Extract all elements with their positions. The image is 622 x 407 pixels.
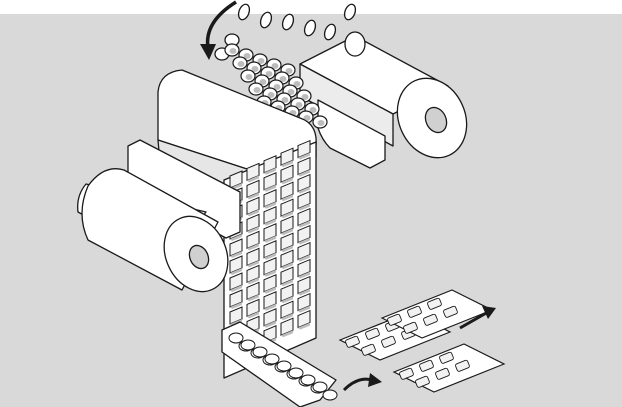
scrap-cell <box>229 333 243 343</box>
tablet-shade <box>254 87 261 93</box>
scrap-cell <box>241 340 255 350</box>
scrap-cell <box>253 347 267 357</box>
scrap-cell <box>265 354 279 364</box>
tablet-shade <box>246 74 253 80</box>
scrap-cell <box>323 390 337 400</box>
tablet-shade <box>318 120 325 126</box>
scrap-cell <box>313 382 327 392</box>
tablet-shade <box>230 48 237 54</box>
top-white-strip <box>0 0 622 14</box>
tablet-shade <box>238 61 245 67</box>
scrap-cell <box>289 368 303 378</box>
scrap-cell <box>301 375 315 385</box>
scrap-cell <box>277 361 291 371</box>
